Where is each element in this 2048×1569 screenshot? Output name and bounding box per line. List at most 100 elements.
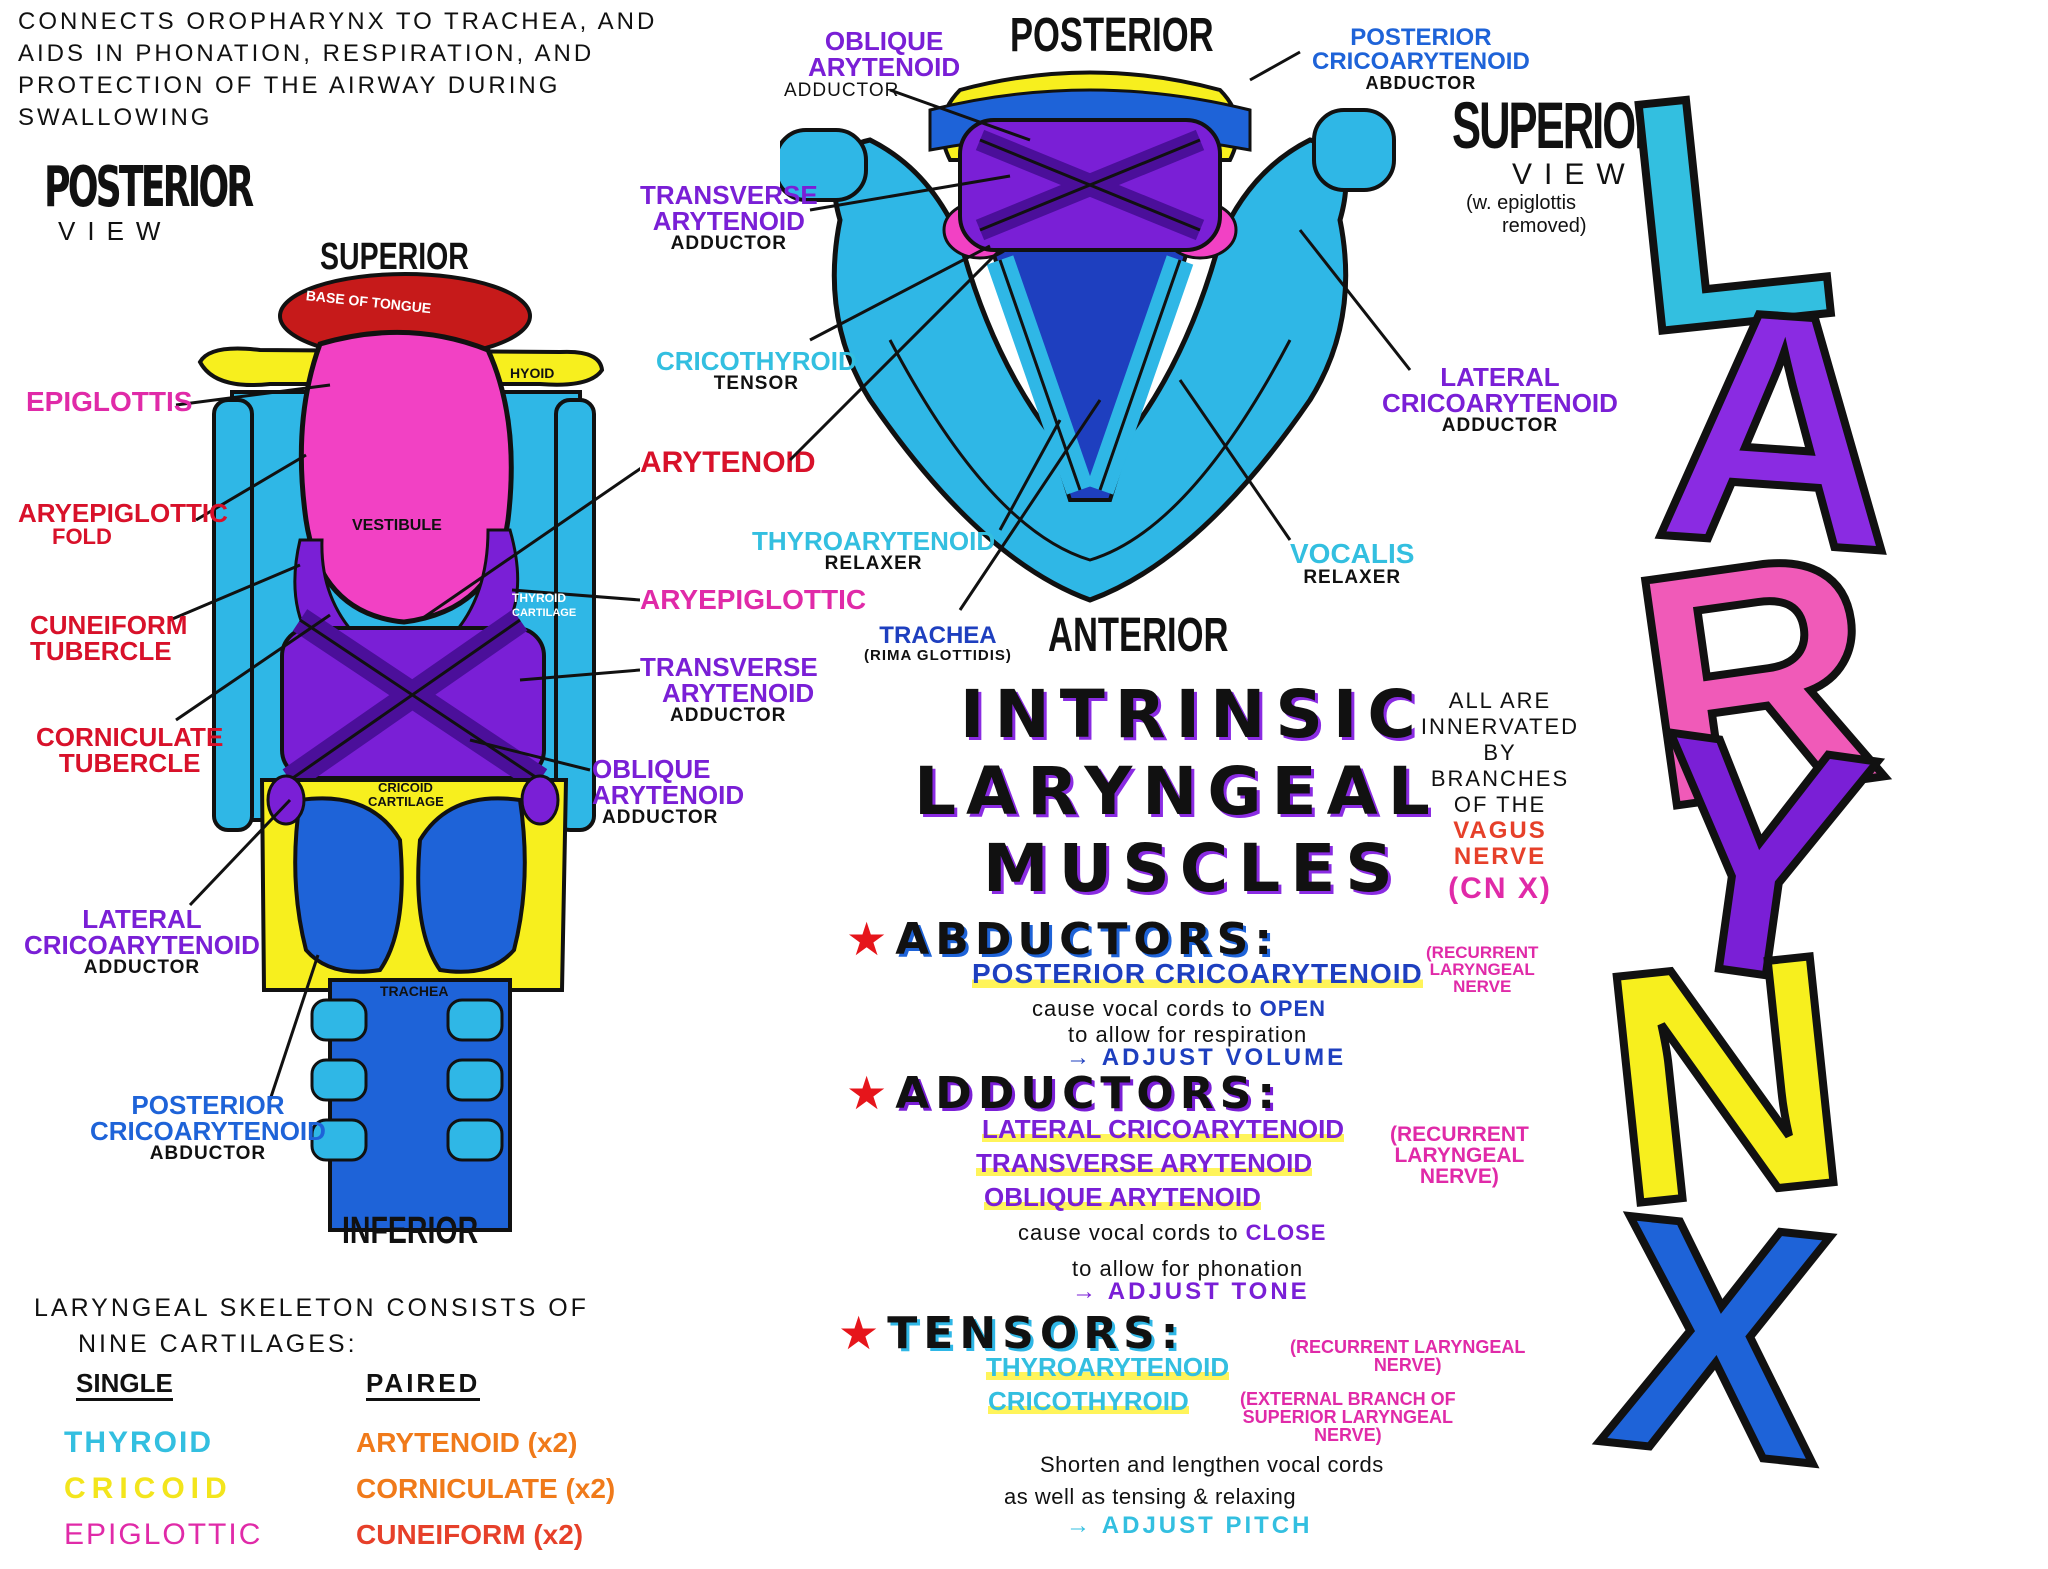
- innervation-line: INNERVATED: [1420, 714, 1580, 739]
- adductors-desc-1: cause vocal cords to CLOSE: [1018, 1220, 1326, 1246]
- paired-item: ARYTENOID (x2): [356, 1427, 578, 1458]
- aryepiglottic-fold-line: ARYEPIGLOTTIC: [18, 498, 228, 528]
- paired-list: ARYTENOID (x2) CORNICULATE (x2) CUNEIFOR…: [356, 1420, 615, 1558]
- sv-cricothyroid-line: TENSOR: [713, 373, 799, 394]
- superior-view-title: SUPERIOR VIEW (w. epiglottis removed): [1452, 92, 1773, 238]
- oblique-line: ARYTENOID: [592, 780, 745, 810]
- innervation-line: NERVE: [1453, 843, 1547, 870]
- sv-oblique-label: OBLIQUE ARYTENOID: [808, 28, 960, 80]
- cuneiform-line: CUNEIFORM: [30, 610, 188, 640]
- posterior-view-diagram: BASE OF TONGUE HYOID VESTIBULE THYROID C…: [169, 272, 640, 1232]
- cuneiform-line: TUBERCLE: [30, 636, 172, 666]
- adductors-desc-2: to allow for phonation: [1072, 1256, 1304, 1281]
- posterior-view-title: POSTERIOR VIEW: [44, 160, 332, 247]
- tensors-desc-2: as well as tensing & relaxing: [1004, 1484, 1297, 1509]
- star-icon: ★: [838, 1307, 880, 1359]
- tensors-nerve-a-line: NERVE): [1373, 1355, 1442, 1375]
- star-icon: ★: [846, 1067, 888, 1119]
- sv-transverse-line: ADDUCTOR: [670, 233, 788, 254]
- corniculate-tubercle-label: CORNICULATE TUBERCLE: [36, 724, 223, 776]
- transverse-line: ADDUCTOR: [670, 705, 787, 726]
- sv-posterior-ca-line: ABDUCTOR: [1365, 73, 1477, 93]
- sv-cricothyroid-label: CRICOTHYROID TENSOR: [656, 348, 857, 393]
- posterior-cricoarytenoid-right: [416, 796, 527, 974]
- adductors-nerve: (RECURRENT LARYNGEAL NERVE): [1390, 1124, 1529, 1187]
- sv-thyroarytenoid-line: RELAXER: [824, 553, 923, 574]
- adductors-nerve-line: LARYNGEAL: [1394, 1144, 1525, 1167]
- abductors-muscle: POSTERIOR CRICOARYTENOID: [972, 958, 1423, 989]
- tensors-nerve-a: (RECURRENT LARYNGEAL NERVE): [1290, 1338, 1525, 1374]
- cricoid-cartilage-label-1: CRICOID: [378, 780, 433, 795]
- intro-line: SWALLOWING: [18, 104, 213, 131]
- superior-view-anterior: ANTERIOR: [1048, 609, 1229, 662]
- thyroid-cartilage-label-1: THYROID: [512, 591, 566, 605]
- innervation-line: OF THE: [1453, 792, 1547, 817]
- innervation-line: VAGUS: [1453, 817, 1547, 844]
- innervation-line: BRANCHES: [1430, 766, 1570, 791]
- paired-item: CUNEIFORM (x2): [356, 1519, 584, 1550]
- single-list: THYROID CRICOID EPIGLOTTIC: [64, 1420, 262, 1558]
- sv-lateral-ca-line: CRICOARYTENOID: [1382, 388, 1618, 418]
- single-item: CRICOID: [64, 1472, 233, 1505]
- superior-view-posterior: POSTERIOR: [1010, 9, 1214, 62]
- thyroid-cartilage-label-2: CARTILAGE: [512, 607, 576, 619]
- sv-thyroarytenoid-label: THYROARYTENOID RELAXER: [752, 528, 995, 573]
- sv-trachea-label: TRACHEA (RIMA GLOTTIDIS): [864, 624, 1012, 664]
- paired-header: PAIRED: [366, 1370, 481, 1401]
- paired-item: CORNICULATE (x2): [356, 1473, 616, 1504]
- aryepiglottic-label: ARYEPIGLOTTIC: [640, 584, 867, 615]
- tensors-nerve-b-line: (EXTERNAL BRANCH OF: [1240, 1389, 1456, 1409]
- corniculate-line: TUBERCLE: [58, 748, 201, 778]
- abductors-desc-1: cause vocal cords to OPEN: [1032, 996, 1326, 1022]
- trachea-inner-label: TRACHEA: [380, 983, 448, 999]
- lateral-line: LATERAL: [82, 904, 202, 934]
- tracheal-ring: [446, 1118, 504, 1162]
- sv-transverse-label: TRANSVERSE ARYTENOID ADDUCTOR: [640, 182, 818, 253]
- innervation-line: ALL ARE: [1448, 688, 1552, 713]
- sv-trachea-line: (RIMA GLOTTIDIS): [864, 647, 1012, 664]
- sv-thyroarytenoid-line: THYROARYTENOID: [752, 526, 996, 556]
- superior-label: SUPERIOR: [320, 236, 469, 278]
- superior-view-heading: SUPERIOR: [1452, 88, 1666, 162]
- abductors-nerve-line: (RECURRENT: [1426, 943, 1539, 962]
- adductors-desc-emph: CLOSE: [1245, 1220, 1327, 1245]
- hyoid-label: HYOID: [510, 365, 554, 381]
- adductors-title: ADDUCTORS:: [895, 1067, 1281, 1119]
- transverse-line: ARYTENOID: [662, 678, 815, 708]
- adductors-desc-text: cause vocal cords to: [1018, 1220, 1239, 1245]
- larynx-letter: X: [1585, 1140, 1850, 1538]
- intro-line: AIDS IN PHONATION, RESPIRATION, AND: [18, 40, 595, 67]
- heading-line: INTRINSIC: [959, 676, 1426, 753]
- epiglottis-label: EPIGLOTTIS: [26, 386, 193, 417]
- adductors-muscle-1: LATERAL CRICOARYTENOID: [982, 1114, 1345, 1144]
- transverse-arytenoid-label: TRANSVERSE ARYTENOID ADDUCTOR: [640, 654, 818, 725]
- tensors-section: ★ TENSORS:: [838, 1306, 1184, 1360]
- abductors-desc-emph: OPEN: [1259, 996, 1327, 1021]
- thyroid-left-horn: [212, 398, 254, 832]
- intro-line: CONNECTS OROPHARYNX TO TRACHEA, AND: [18, 8, 658, 35]
- cricoid-cartilage-label-2: CARTILAGE: [368, 794, 444, 809]
- aryepiglottic-fold-label: ARYEPIGLOTTIC FOLD: [18, 500, 228, 548]
- adductors-muscle-3: OBLIQUE ARYTENOID: [984, 1182, 1261, 1212]
- oblique-arytenoid-label: OBLIQUE ARYTENOID ADDUCTOR: [592, 756, 744, 827]
- posterior-line: POSTERIOR: [131, 1090, 285, 1120]
- single-header: SINGLE: [76, 1370, 173, 1401]
- heading-line: MUSCLES: [982, 830, 1403, 907]
- sv-posterior-ca-label: POSTERIOR CRICOARYTENOID ABDUCTOR: [1312, 26, 1530, 93]
- skeleton-line: NINE CARTILAGES:: [78, 1330, 358, 1358]
- sv-lateral-ca-line: LATERAL: [1440, 362, 1560, 392]
- abductors-nerve-line: LARYNGEAL: [1429, 960, 1535, 979]
- posterior-line: ABDUCTOR: [149, 1143, 267, 1164]
- single-item: THYROID: [64, 1426, 213, 1459]
- lateral-cricoarytenoid-right: [520, 774, 560, 826]
- tracheal-ring: [310, 1058, 368, 1102]
- posterior-line: CRICOARYTENOID: [90, 1116, 326, 1146]
- lateral-line: CRICOARYTENOID: [24, 930, 260, 960]
- abductors-title: ABDUCTORS:: [895, 913, 1278, 965]
- lateral-line: ADDUCTOR: [83, 957, 201, 978]
- innervation-note: ALL ARE INNERVATED BY BRANCHES OF THE VA…: [1410, 688, 1590, 904]
- posterior-pointer-lines: [169, 383, 640, 1101]
- vestibule-label: VESTIBULE: [352, 517, 442, 534]
- sv-oblique-role: ADDUCTOR: [784, 80, 900, 101]
- sv-transverse-line: ARYTENOID: [652, 206, 805, 236]
